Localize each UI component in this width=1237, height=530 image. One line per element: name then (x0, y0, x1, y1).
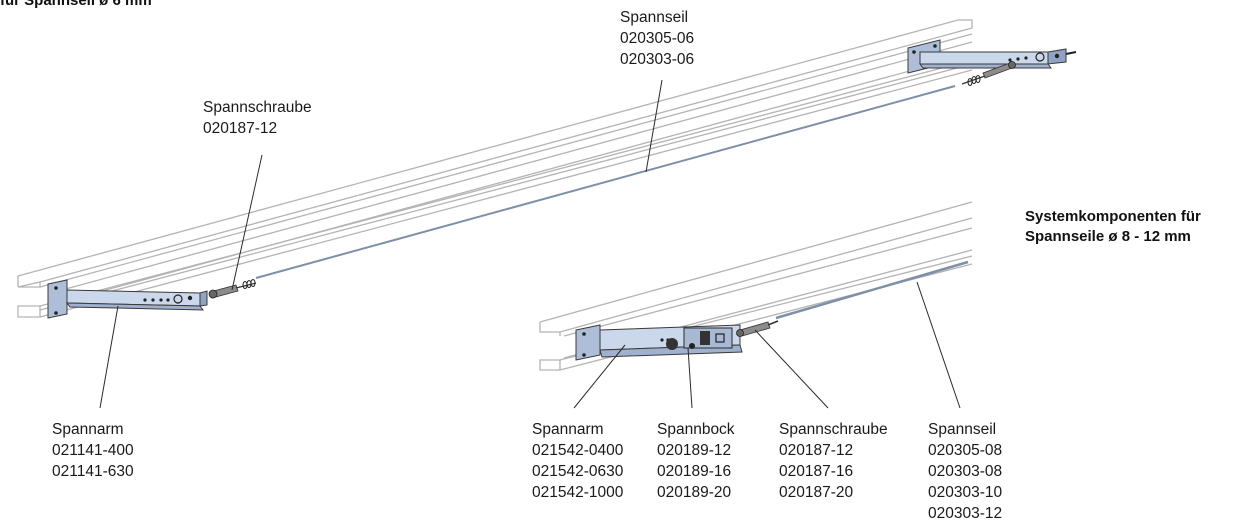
label-code: 020187-20 (779, 484, 854, 501)
label-code: 020305-08 (928, 442, 1003, 459)
label-code: 020305-06 (620, 30, 695, 47)
label-title: Spannseil (620, 9, 689, 26)
label-lower-spannbock: Spannbock 020189-12 020189-16 020189-20 (657, 419, 735, 503)
upper-right-spannschraube (961, 61, 1016, 86)
lower-spannschraube (736, 320, 779, 337)
upper-left-spannarm-bracket (47, 279, 208, 319)
top-left-heading-text: für Spannseil ø 6 mm (0, 0, 152, 9)
label-code: 021141-400 (52, 442, 134, 459)
leader-lines (99, 79, 961, 409)
leader-lower-spannbock (687, 347, 693, 409)
upper-right-spannarm-bracket (907, 39, 1077, 74)
leader-upper-spannschraube (231, 154, 263, 291)
label-title: Spannseil (928, 421, 997, 438)
upper-beam (17, 19, 973, 318)
upper-left-spannschraube (208, 279, 257, 299)
label-code: 020189-20 (657, 484, 732, 501)
label-title: Spannarm (52, 421, 124, 438)
label-title: Spannbock (657, 421, 735, 438)
label-lower-spannschraube: Spannschraube 020187-12 020187-16 020187… (779, 419, 888, 503)
upper-cable (255, 85, 956, 279)
label-code: 021141-630 (52, 463, 134, 480)
label-code: 020303-08 (928, 463, 1003, 480)
label-code: 020303-10 (928, 484, 1003, 501)
leader-lower-spannarm (573, 344, 626, 409)
label-lower-spannseil: Spannseil 020305-08 020303-08 020303-10 … (928, 419, 1002, 524)
label-code: 020303-06 (620, 51, 695, 68)
label-title: Spannschraube (779, 421, 888, 438)
label-code: 020189-16 (657, 463, 732, 480)
systemkomponenten-heading-line1: Systemkomponenten für (1025, 208, 1201, 225)
leader-lower-spannschraube (754, 329, 829, 409)
label-upper-spannarm: Spannarm 021141-400 021141-630 (52, 419, 134, 482)
leader-upper-spannseil (645, 79, 663, 173)
label-upper-spannschraube: Spannschraube 020187-12 (203, 97, 312, 139)
label-code: 020189-12 (657, 442, 732, 459)
label-code: 021542-0630 (532, 463, 624, 480)
label-title: Spannschraube (203, 99, 312, 116)
leader-lower-spannseil (916, 281, 961, 409)
label-title: Spannarm (532, 421, 604, 438)
label-code: 020187-12 (203, 120, 278, 137)
lower-spannbock (666, 327, 733, 350)
systemkomponenten-heading: Systemkomponenten für Spannseile ø 8 - 1… (1025, 207, 1201, 247)
label-upper-spannseil: Spannseil 020305-06 020303-06 (620, 7, 694, 70)
leader-upper-spannarm (99, 305, 119, 409)
label-code: 020303-12 (928, 505, 1003, 522)
top-left-heading: für Spannseil ø 6 mm (0, 0, 152, 11)
systemkomponenten-heading-line2: Spannseile ø 8 - 12 mm (1025, 228, 1191, 245)
label-lower-spannarm: Spannarm 021542-0400 021542-0630 021542-… (532, 419, 623, 503)
lower-cable (775, 260, 969, 320)
label-code: 021542-0400 (532, 442, 624, 459)
label-code: 020187-12 (779, 442, 854, 459)
label-code: 020187-16 (779, 463, 854, 480)
label-code: 021542-1000 (532, 484, 624, 501)
